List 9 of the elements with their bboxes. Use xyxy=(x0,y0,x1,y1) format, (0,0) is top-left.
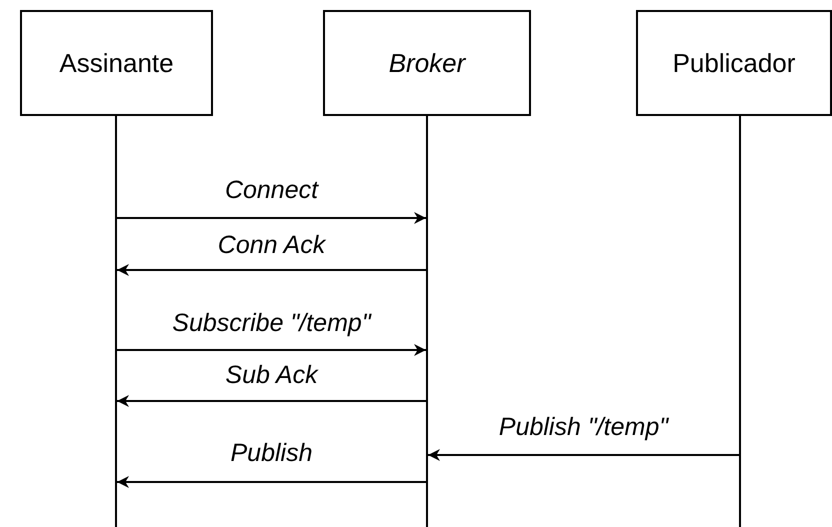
message-arrow xyxy=(117,476,426,488)
participant-name: Broker xyxy=(388,48,466,78)
message-arrow xyxy=(117,344,426,356)
message-arrow xyxy=(117,264,426,276)
participant-name: Assinante xyxy=(59,48,174,78)
message-arrow xyxy=(428,449,739,461)
message-arrow xyxy=(117,395,426,407)
participant-name: Publicador xyxy=(672,48,796,78)
message-arrow xyxy=(117,212,426,224)
